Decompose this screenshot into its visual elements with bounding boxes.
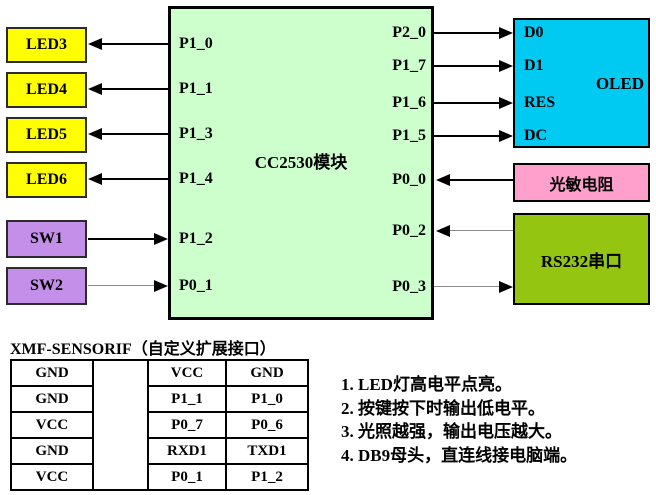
table-row: GND RXD1 TXD1 — [10, 437, 309, 465]
arrowhead-right-p0_3 — [499, 281, 513, 293]
sw1-box: SW1 — [6, 220, 87, 258]
pin-p1_1: P1_1 — [179, 80, 213, 97]
note-2: 2. 按键按下时输出低电平。 — [341, 398, 545, 418]
led3-box: LED3 — [6, 27, 87, 63]
sensor-table: GND VCC GND GND P1_1 P1_0 VCC P0_7 P0_6 … — [10, 359, 309, 491]
oled-pin-dc: DC — [524, 127, 548, 144]
arrowhead-right-sw1 — [154, 233, 168, 245]
table-cell: P0_1 — [147, 463, 227, 491]
pin-p2_0: P2_0 — [392, 24, 426, 41]
wire-p1_7-d1 — [434, 65, 499, 67]
oled-pin-d0: D0 — [524, 24, 544, 41]
table-cell: P0_7 — [147, 411, 227, 439]
pin-p1_2: P1_2 — [179, 230, 213, 247]
table-cell: GND — [10, 359, 94, 387]
oled-label: OLED — [595, 74, 644, 93]
table-row: GND VCC GND — [10, 359, 309, 491]
table-row: VCC P0_7 P0_6 — [10, 411, 309, 439]
wire-rs232-p0_2 — [450, 230, 513, 231]
cc2530-module-label: CC2530模块 — [254, 153, 348, 172]
photoresistor-box: 光敏电阻 — [513, 163, 650, 202]
arrowhead-right-d1 — [499, 60, 513, 72]
arrowhead-right-res — [499, 97, 513, 109]
table-gap-cell — [92, 359, 149, 491]
led6-box: LED6 — [6, 162, 87, 198]
arrowhead-right-sw2 — [154, 280, 168, 292]
pin-p1_0: P1_0 — [179, 35, 213, 52]
oled-box — [513, 18, 650, 148]
table-cell: GND — [10, 437, 94, 465]
note-4: 4. DB9母头，直连线接电脑端。 — [341, 445, 578, 465]
table-cell: P1_0 — [225, 385, 309, 413]
table-row: GND P1_1 P1_0 — [10, 385, 309, 413]
arrowhead-left-led5 — [88, 128, 102, 140]
cc2530-module-box — [168, 6, 434, 320]
table-cell: P1_1 — [147, 385, 227, 413]
wire-p1_1-led4 — [100, 88, 168, 90]
pin-p1_5: P1_5 — [392, 127, 426, 144]
pin-p0_0: P0_0 — [392, 171, 426, 188]
oled-pin-res: RES — [524, 94, 556, 111]
led4-box: LED4 — [6, 72, 87, 108]
table-cell: P1_2 — [225, 463, 309, 491]
arrowhead-left-led3 — [88, 38, 102, 50]
arrowhead-right-dc — [499, 130, 513, 142]
table-cell: GND — [10, 385, 94, 413]
led5-box: LED5 — [6, 117, 87, 153]
arrowhead-left-p0_0 — [436, 174, 450, 186]
pin-p1_7: P1_7 — [392, 57, 426, 74]
wire-p1_4-led6 — [100, 178, 168, 180]
sensor-table-title: XMF-SENSORIF（自定义扩展接口） — [10, 341, 276, 358]
pin-p1_6: P1_6 — [392, 94, 426, 111]
wire-p1_3-led5 — [100, 133, 168, 135]
table-cell: VCC — [10, 411, 94, 439]
table-cell: VCC — [147, 359, 227, 387]
table-cell: GND — [225, 359, 309, 387]
wire-photo-p0_0 — [450, 179, 513, 181]
arrowhead-left-p0_2 — [436, 225, 450, 237]
table-cell: RXD1 — [147, 437, 227, 465]
wire-p2_0-d0 — [434, 32, 499, 34]
wire-p1_6-res — [434, 102, 499, 104]
rs232-box: RS232串口 — [513, 213, 650, 305]
note-3: 3. 光照越强，输出电压越大。 — [341, 422, 562, 441]
arrowhead-left-led4 — [88, 83, 102, 95]
wire-p0_3-rs232 — [434, 286, 499, 287]
pin-p1_3: P1_3 — [179, 125, 213, 142]
oled-pin-d1: D1 — [524, 57, 544, 74]
pin-p0_3: P0_3 — [392, 278, 426, 295]
arrowhead-right-d0 — [499, 27, 513, 39]
pin-p0_2: P0_2 — [392, 222, 426, 239]
sw2-box: SW2 — [6, 267, 87, 305]
table-cell: TXD1 — [225, 437, 309, 465]
note-1: 1. LED灯高电平点亮。 — [341, 375, 512, 394]
pin-p1_4: P1_4 — [179, 170, 213, 187]
arrowhead-left-led6 — [88, 173, 102, 185]
table-row: VCC P0_1 P1_2 — [10, 463, 309, 491]
table-cell: P0_6 — [225, 411, 309, 439]
pin-p0_1: P0_1 — [179, 277, 213, 294]
wire-p1_0-led3 — [100, 43, 168, 45]
wire-sw1-p1_2 — [88, 238, 154, 240]
wire-p1_5-dc — [434, 135, 499, 137]
table-cell: VCC — [10, 463, 94, 491]
notes-list: 1. LED灯高电平点亮。 2. 按键按下时输出低电平。 3. 光照越强，输出电… — [341, 373, 577, 467]
wire-sw2-p0_1 — [88, 285, 154, 286]
